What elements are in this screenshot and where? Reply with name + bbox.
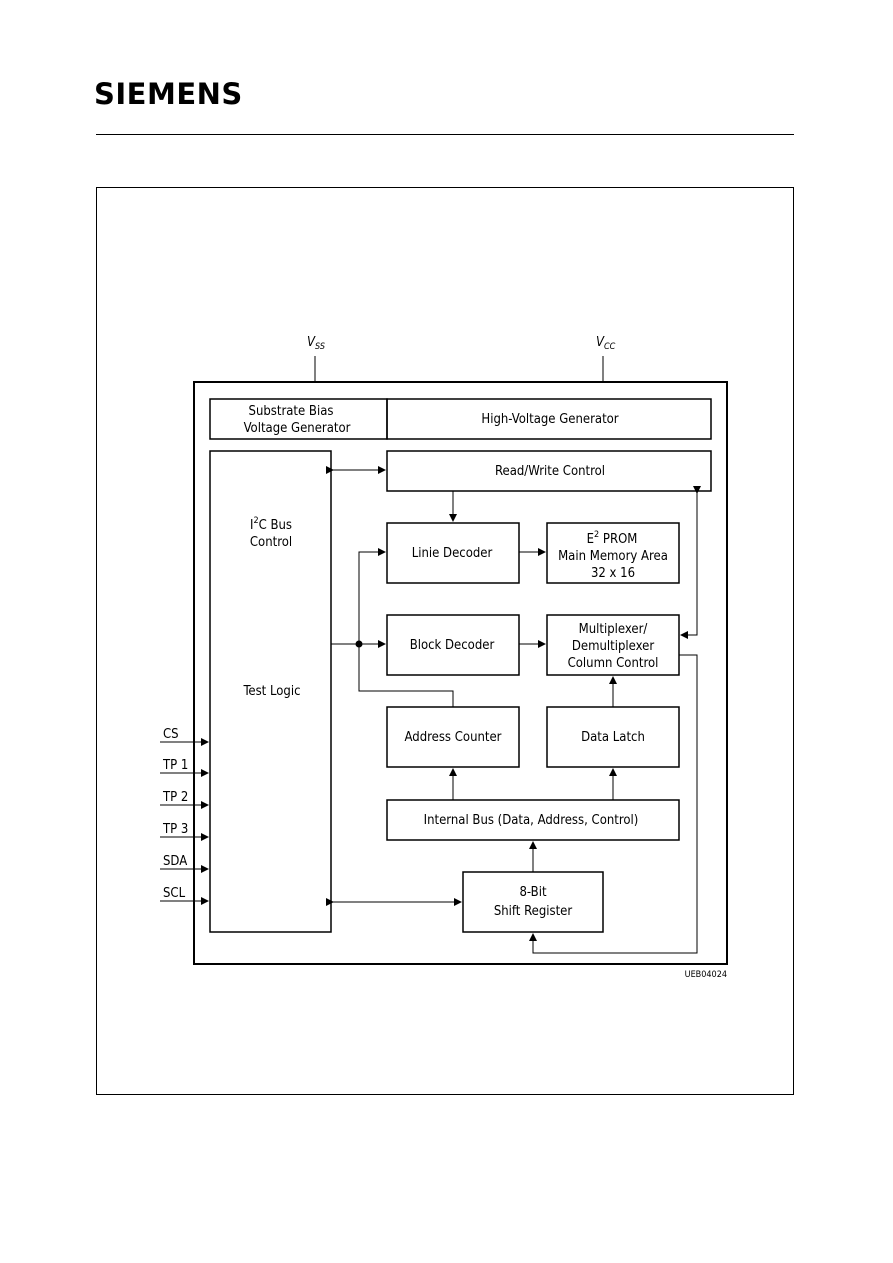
substrate-bias-line2: Voltage Generator	[244, 421, 351, 436]
chip-outline	[193, 381, 728, 965]
high-voltage-block	[386, 398, 712, 440]
pin-tp1-label: TP 1	[162, 758, 188, 773]
eeprom-line2: Main Memory Area	[558, 549, 668, 564]
pin-tp3-label: TP 3	[162, 822, 188, 837]
pin-tp2-label: TP 2	[162, 790, 188, 805]
eeprom-line3: 32 x 16	[591, 566, 635, 581]
block-decoder-block	[386, 614, 520, 676]
linie-decoder-label: Linie Decoder	[412, 546, 493, 561]
shift-register-block	[462, 871, 604, 933]
vcc-label: VCC	[596, 335, 616, 352]
siemens-logo: SIEMENS	[94, 77, 243, 111]
i2c-label-line1: I2C Bus	[250, 516, 292, 533]
figure-frame	[96, 187, 794, 1095]
substrate-bias-line1: Substrate Bias	[249, 404, 334, 419]
connections	[326, 466, 701, 954]
link-readwrite-mux	[680, 486, 701, 639]
i2c-label-line2: Control	[250, 535, 292, 550]
figure-code: UEB04024	[685, 970, 727, 980]
link-address-to-decoders	[358, 548, 454, 707]
high-voltage-label: High-Voltage Generator	[481, 412, 618, 427]
pin-sda-label: SDA	[163, 854, 187, 869]
internal-bus-label: Internal Bus (Data, Address, Control)	[424, 813, 639, 828]
pin-cs-label: CS	[163, 727, 179, 742]
internal-bus-block	[386, 799, 680, 841]
eeprom-line1: E2 PROM	[587, 530, 638, 547]
test-logic-label: Test Logic	[242, 684, 300, 699]
address-counter-label: Address Counter	[405, 730, 502, 745]
mux-line1: Multiplexer/	[579, 622, 648, 637]
shift-register-line2: Shift Register	[494, 904, 573, 919]
shift-register-line1: 8-Bit	[519, 885, 546, 900]
i2c-control-block	[209, 450, 332, 933]
eeprom-block	[546, 522, 680, 584]
input-pins: CS TP 1 TP 2 TP 3 SDA SCL	[160, 727, 209, 905]
data-latch-label: Data Latch	[581, 730, 645, 745]
multiplexer-block	[546, 614, 680, 676]
junction-dot	[355, 640, 363, 648]
mux-line3: Column Control	[568, 656, 659, 671]
link-mux-shift	[529, 654, 698, 954]
vss-label: VSS	[307, 335, 325, 352]
mux-line2: Demultiplexer	[572, 639, 654, 654]
read-write-block	[386, 450, 712, 492]
linie-decoder-block	[386, 522, 520, 584]
read-write-label: Read/Write Control	[495, 464, 605, 479]
pin-scl-label: SCL	[163, 886, 186, 901]
header-rule	[96, 134, 794, 135]
block-decoder-label: Block Decoder	[410, 638, 495, 653]
